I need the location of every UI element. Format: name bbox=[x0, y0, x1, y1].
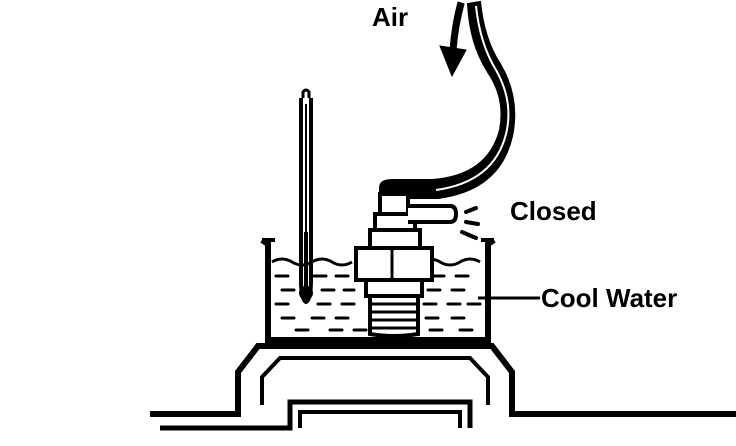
air-hose bbox=[379, 0, 516, 199]
thermometer bbox=[299, 88, 313, 305]
closed-port-nipple bbox=[408, 204, 459, 224]
closed-label: Closed bbox=[510, 196, 597, 226]
cool-water-label: Cool Water bbox=[541, 283, 677, 313]
water-container bbox=[260, 237, 496, 343]
heater-base bbox=[150, 343, 736, 431]
water-dashes bbox=[274, 274, 482, 332]
thermo-valve bbox=[354, 192, 434, 338]
air-label: Air bbox=[372, 2, 408, 32]
closed-indicator-marks bbox=[460, 206, 480, 240]
air-flow-arrow bbox=[439, 1, 467, 78]
air-hose-ribs bbox=[435, 5, 510, 191]
